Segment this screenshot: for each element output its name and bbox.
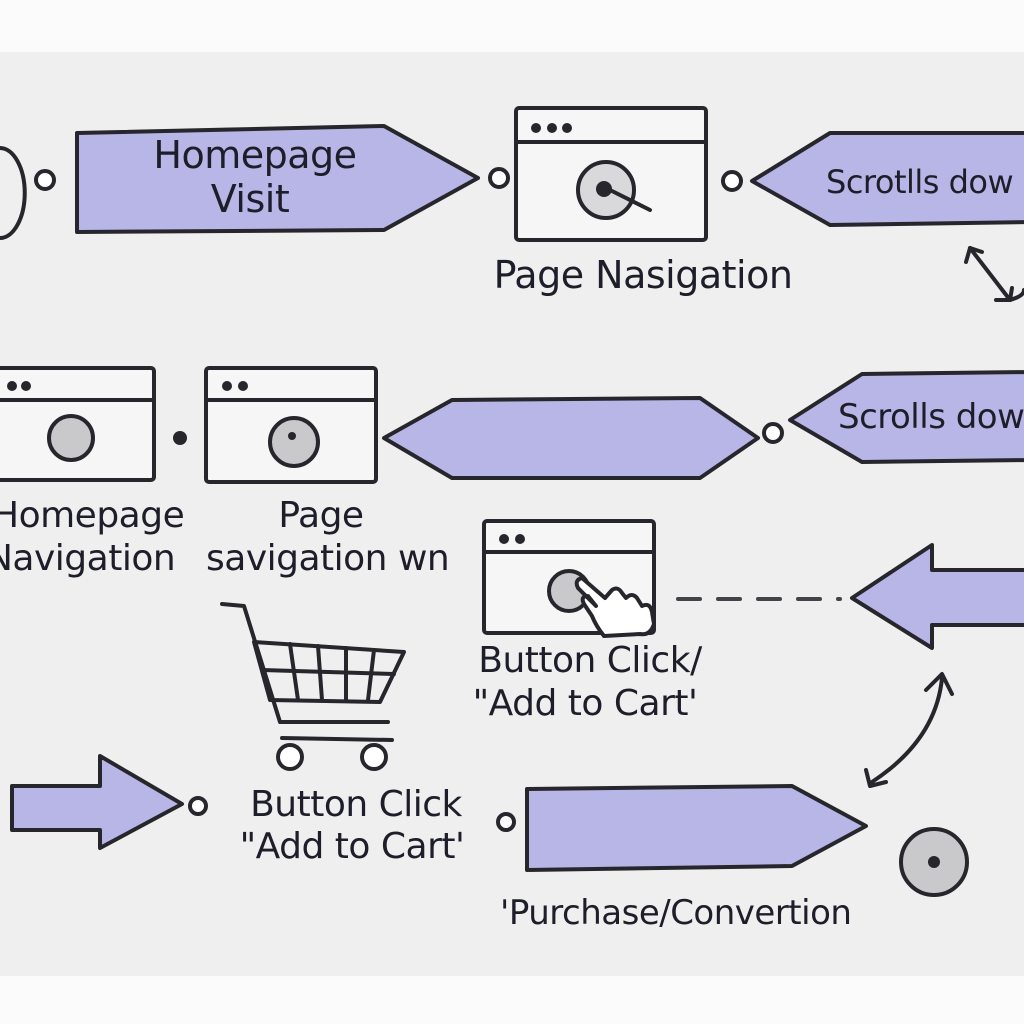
entry-arrow	[10, 754, 184, 850]
scrolls-down-label-mid: Scrolls dow	[838, 397, 1024, 437]
connector-dot-icon	[762, 422, 784, 444]
button-click-label-bottom-line1: Button Click	[250, 784, 462, 825]
purchase-conversion-label: 'Purchase/Convertion	[500, 893, 851, 933]
scrolls-down-arrow-top	[750, 131, 1024, 227]
homepage-navigation-label-line2: Navigation	[0, 538, 175, 579]
start-circle-icon	[0, 146, 27, 240]
connector-dot-icon	[488, 167, 510, 189]
return-arrow	[850, 543, 1024, 650]
button-click-label-top-line2: "Add to Cart'	[473, 683, 698, 724]
connector-dot-icon	[721, 170, 743, 192]
page-navigation-label-mid-line1: Page	[278, 495, 363, 536]
connector-dot-icon	[496, 812, 516, 832]
browser-window-icon	[514, 106, 708, 242]
page-navigation-label-mid-line2: savigation wn	[206, 538, 449, 579]
connector-dot-icon	[188, 796, 208, 816]
scrolls-down-arrow-mid	[788, 370, 1024, 464]
page-navigation-label-top: Page Nasigation	[494, 253, 793, 297]
scrolls-down-label-top: Scrotlls dow	[826, 163, 1013, 201]
browser-window-icon	[0, 366, 156, 482]
purchase-arrow	[525, 784, 868, 872]
connector-arrow-icon	[964, 246, 1024, 302]
button-click-label-top-line1: Button Click/	[478, 640, 703, 681]
connector-dot-icon	[173, 431, 187, 445]
browser-window-icon	[204, 366, 378, 484]
homepage-navigation-label-line1: Homepage	[0, 495, 184, 536]
curved-connector-arrow	[864, 672, 954, 788]
cursor-target-icon	[576, 160, 652, 220]
connector-dot-icon	[34, 169, 56, 191]
button-click-label-bottom-line2: "Add to Cart'	[240, 826, 465, 867]
homepage-visit-arrow	[75, 124, 480, 234]
navigation-double-arrow	[382, 396, 760, 480]
hand-pointer-icon	[574, 576, 656, 638]
homepage-visit-label-line1: Homepage	[153, 133, 356, 177]
shopping-cart-icon	[220, 602, 406, 771]
homepage-visit-label-line2: Visit	[211, 177, 289, 221]
